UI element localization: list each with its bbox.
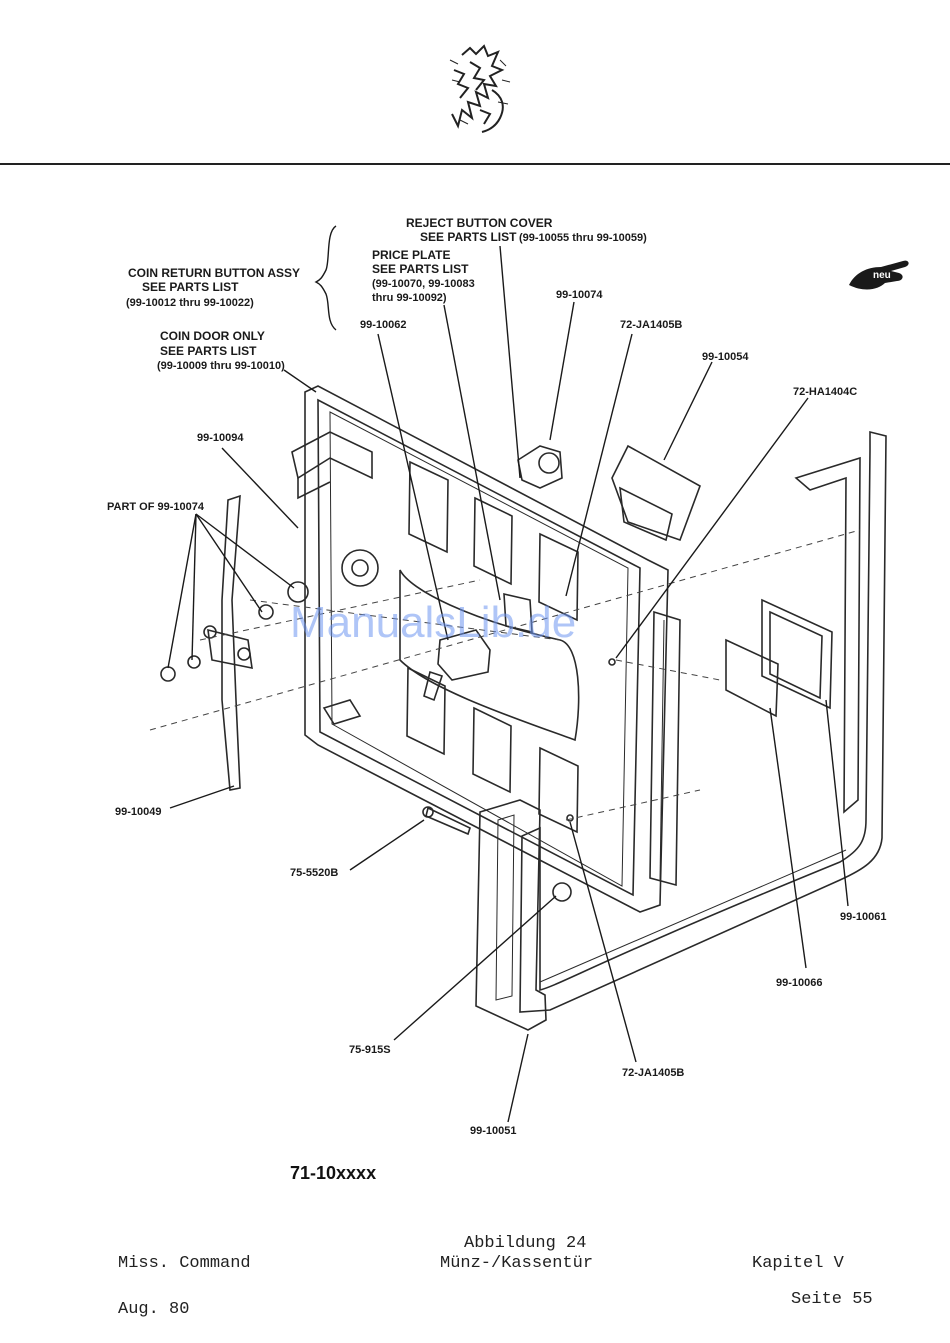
coin-door-frame [304, 385, 669, 913]
label-72-ha1404c: 72-HA1404C [793, 386, 858, 398]
label-coin-door-line3: (99-10009 thru 99-10010) [157, 360, 285, 372]
label-price-plate-line2: SEE PARTS LIST [372, 262, 469, 276]
label-99-10066: 99-10066 [776, 977, 823, 989]
label-72-ja1405b-bottom: 72-JA1405B [622, 1067, 685, 1079]
heraldic-lion-logo [449, 44, 511, 133]
label-99-10049: 99-10049 [115, 806, 162, 818]
figure-title: Münz-/Kassentür [440, 1254, 594, 1273]
carriage-bolt [425, 806, 471, 836]
label-brace [314, 225, 337, 331]
door-window-4 [406, 666, 446, 756]
label-coin-return-line1: COIN RETURN BUTTON ASSY [128, 266, 301, 280]
issue-date: Aug. 80 [118, 1300, 190, 1319]
label-reject-cover-line2: SEE PARTS LIST [420, 230, 517, 244]
coin-return-bracket [761, 598, 833, 710]
door-window-6 [538, 746, 579, 834]
label-99-10054: 99-10054 [702, 351, 749, 363]
label-coin-door-line2: SEE PARTS LIST [160, 344, 257, 358]
cash-door-panel [475, 799, 547, 1031]
stamp-text: neu [873, 270, 891, 281]
lever-plate [207, 628, 253, 670]
label-99-10051: 99-10051 [470, 1125, 517, 1137]
nut-1 [187, 655, 201, 669]
page-number: Seite 55 [791, 1290, 873, 1309]
door-hinge [649, 610, 681, 887]
door-window-3 [538, 532, 579, 622]
label-reject-cover-line1: REJECT BUTTON COVER [406, 216, 553, 230]
label-price-plate-line3: (99-10070, 99-10083 [372, 278, 475, 290]
label-99-10094: 99-10094 [197, 432, 244, 444]
label-99-10061: 99-10061 [840, 911, 887, 923]
label-75-5520b: 75-5520B [290, 867, 339, 879]
figure-number: Abbildung 24 [464, 1234, 587, 1253]
label-coin-return-line2: SEE PARTS LIST [142, 280, 239, 294]
nut-2 [160, 666, 176, 682]
label-72-ja1405b-top: 72-JA1405B [620, 319, 683, 331]
label-coin-return-line3: (99-10012 thru 99-10022) [126, 297, 254, 309]
label-coin-door-line1: COIN DOOR ONLY [160, 329, 265, 343]
cash-door-frame [519, 430, 887, 1013]
washer-1 [287, 581, 309, 603]
label-reject-cover-line3: (99-10055 thru 99-10059) [519, 232, 647, 244]
coin-lock [517, 445, 563, 489]
door-window-5 [472, 706, 512, 794]
label-price-plate-line1: PRICE PLATE [372, 248, 451, 262]
header-rule [0, 163, 950, 165]
pointing-hand-stamp: neu [849, 260, 909, 290]
label-part-of-99-10074: PART OF 99-10074 [107, 501, 205, 513]
washer-2 [258, 604, 274, 620]
label-75-915s: 75-915S [349, 1044, 391, 1056]
watermark: ManualsLib.de [290, 598, 577, 647]
assembly-number: 71-10xxxx [290, 1163, 377, 1183]
reject-button [437, 629, 491, 681]
label-99-10074: 99-10074 [556, 289, 603, 301]
door-window-1 [408, 460, 449, 554]
chapter: Kapitel V [752, 1254, 844, 1273]
label-price-plate-line4: thru 99-10092) [372, 292, 447, 304]
machine-name: Miss. Command [118, 1254, 251, 1273]
door-window-2 [473, 496, 513, 586]
price-plate [503, 592, 533, 634]
hex-nut [552, 882, 572, 902]
label-99-10062: 99-10062 [360, 319, 407, 331]
reject-button-cover [611, 444, 701, 542]
coin-slot-disc [341, 549, 379, 587]
